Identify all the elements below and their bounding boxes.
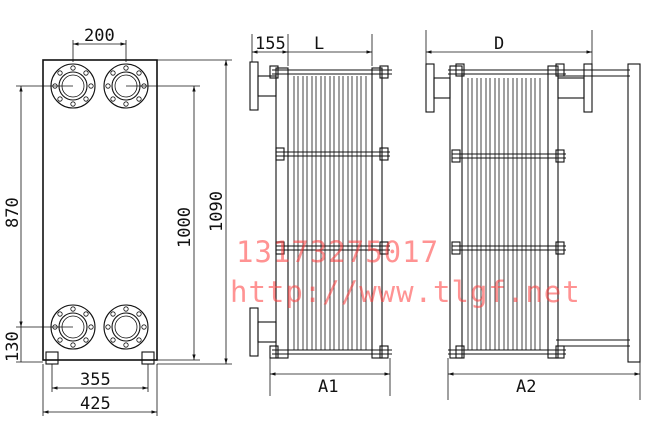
dim-length-label: L — [314, 34, 324, 54]
dim-overall-height: 1090 — [207, 191, 227, 232]
watermark-url: http://www.tlgf.net — [230, 275, 581, 309]
port-top-left — [50, 63, 96, 109]
plate-foot-left — [45, 351, 59, 365]
dim-bolt-span: 355 — [80, 370, 111, 390]
dim-port-spacing: 200 — [84, 26, 115, 46]
side-view-a2: D A2 — [425, 30, 641, 400]
dim-depth-label: D — [494, 34, 504, 54]
front-view: 200 870 130 1000 1090 355 425 — [3, 26, 232, 416]
dim-nozzle-length: 155 — [255, 34, 286, 54]
dim-overall-width: 425 — [80, 394, 111, 414]
port-bottom-right — [103, 304, 149, 350]
dim-ports-height: 870 — [3, 197, 23, 228]
dim-a1-label: A1 — [318, 377, 338, 397]
plate-outline — [42, 59, 158, 361]
side-view-a1: 155 L A1 — [249, 34, 392, 397]
dim-plate-height: 1000 — [175, 207, 195, 248]
watermark-phone: 13173275017 — [236, 235, 439, 269]
plate-pack-a2 — [467, 78, 541, 350]
plate-pack-a1 — [293, 76, 367, 350]
plate-foot-right — [141, 351, 155, 365]
dim-bottom-offset: 130 — [3, 331, 23, 362]
dim-a2-label: A2 — [516, 377, 536, 397]
